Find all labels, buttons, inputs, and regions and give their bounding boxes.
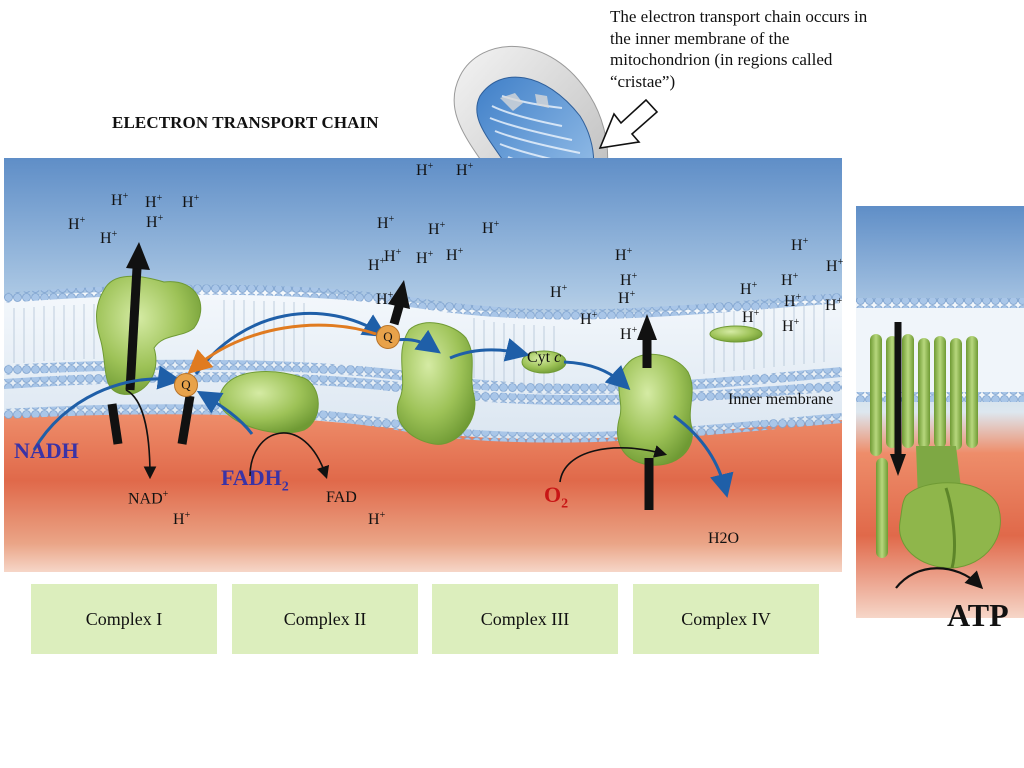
nadh-label: NADH [14, 438, 79, 463]
proton-label: H+ [428, 220, 446, 238]
pointer-arrow-icon [598, 98, 659, 150]
proton-label: H+ [173, 510, 191, 528]
electron-bar-q [177, 395, 195, 445]
proton-label: H+ [615, 246, 633, 264]
proton-label: H+ [111, 191, 129, 209]
proton-label: H+ [384, 247, 402, 265]
complex-iv-protein [617, 353, 693, 466]
proton-arrow-atp-synthase [890, 322, 906, 476]
inner-membrane-label: Inner membrane [728, 391, 834, 408]
proton-label: H+ [618, 289, 636, 307]
proton-label: H+ [376, 290, 394, 308]
membrane-fragment [709, 325, 763, 343]
ubiquinone-q-left: Q [174, 373, 198, 397]
q-transfer-arrow [187, 323, 377, 374]
proton-label: H+ [456, 161, 474, 179]
reaction-arrows [125, 389, 668, 483]
atp-synthase-scene [856, 206, 1024, 618]
atp-label: ATP [947, 597, 1009, 633]
proton-label: H+ [446, 246, 464, 264]
proton-label: H+ [826, 257, 844, 275]
proton-label: H+ [550, 283, 568, 301]
proton-label: H+ [781, 271, 799, 289]
atp-synthase-head [899, 482, 1001, 569]
complex-ii-protein [219, 371, 319, 434]
proton-label: H+ [368, 256, 386, 274]
complex-iii-box: Complex III [432, 584, 618, 654]
fad-label: FAD [326, 489, 357, 506]
ubiquinone-q-right: Q [376, 325, 400, 349]
proton-label: H+ [620, 271, 638, 289]
proton-label: H+ [791, 236, 809, 254]
diagram-title: ELECTRON TRANSPORT CHAIN [112, 113, 379, 132]
complex-i-protein [96, 275, 202, 395]
proton-label: H+ [782, 317, 800, 335]
electron-bar-complex-i [107, 403, 123, 445]
proton-label: H+ [742, 308, 760, 326]
proton-label: H+ [740, 280, 758, 298]
mitochondrion-caption: The electron transport chain occurs in t… [610, 7, 868, 91]
nad-plus-label: NAD+ [128, 489, 169, 508]
rotation-arrow [895, 567, 984, 590]
proton-label: H+ [416, 249, 434, 267]
proton-label: H+ [100, 229, 118, 247]
proton-label: H+ [182, 193, 200, 211]
h2o-label: H2O [708, 530, 740, 547]
membrane-scene [4, 158, 842, 572]
proton-label: H+ [368, 510, 386, 528]
proton-label: H+ [620, 325, 638, 343]
atp-synthase-panel [856, 206, 1024, 618]
o2-label: O2 [544, 482, 569, 512]
complex-i-box: Complex I [31, 584, 217, 654]
proton-pump-arrow-complex-i [125, 242, 150, 391]
cytochrome-c-label: Cyt c [527, 349, 562, 366]
proton-pump-arrow-complex-iv [637, 314, 657, 368]
complex-ii-box: Complex II [232, 584, 418, 654]
electron-transport-panel: Q Q [4, 158, 842, 572]
proton-label: H+ [146, 213, 164, 231]
fadh2-label: FADH2 [221, 465, 289, 495]
proton-label: H+ [68, 215, 86, 233]
proton-label: H+ [482, 219, 500, 237]
proton-label: H+ [416, 161, 434, 179]
proton-pump-arrow-complex-iii [388, 280, 410, 326]
proton-label: H+ [377, 214, 395, 232]
proton-label: H+ [580, 310, 598, 328]
proton-label: H+ [145, 193, 163, 211]
complex-iv-box: Complex IV [633, 584, 819, 654]
proton-label: H+ [784, 292, 802, 310]
proton-label: H+ [825, 296, 843, 314]
